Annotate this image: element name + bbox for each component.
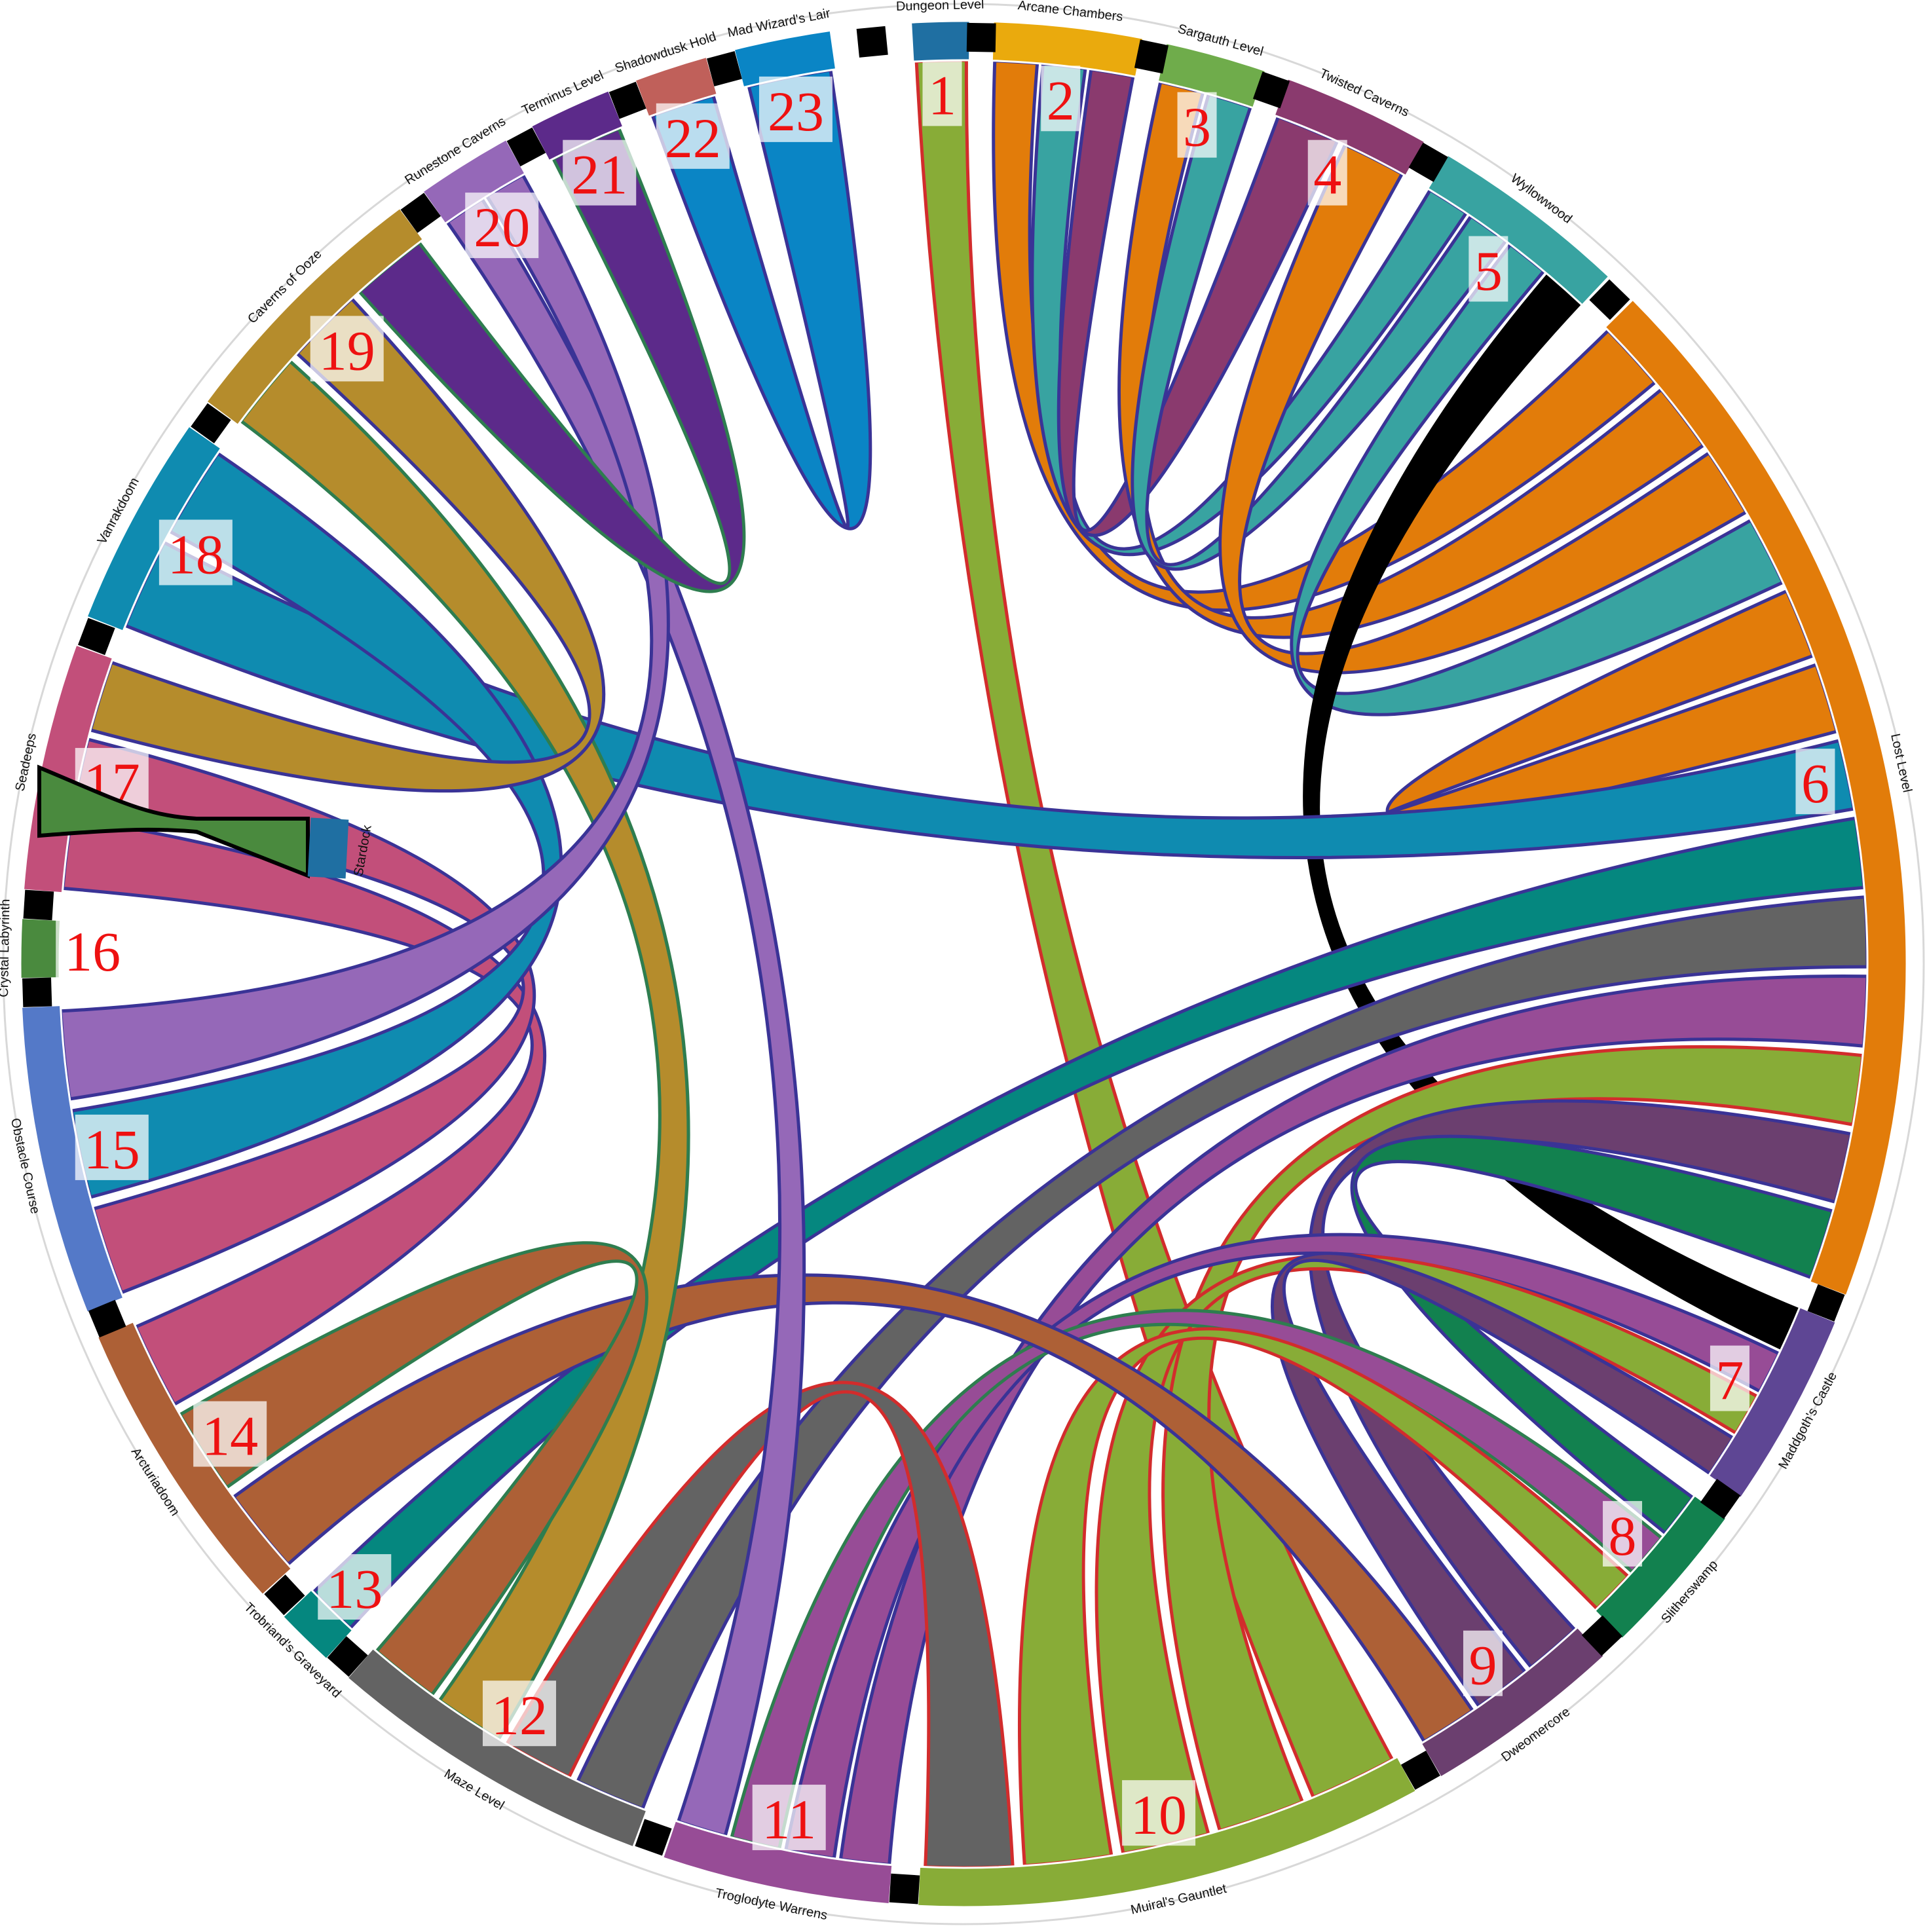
room-number-3: 3 (1183, 96, 1211, 158)
room-number-19: 19 (319, 319, 375, 382)
separator-box (77, 618, 115, 656)
separator-boxes (22, 22, 1845, 1904)
room-number-6: 6 (1801, 752, 1829, 815)
room-number-box-7 (1710, 1345, 1749, 1411)
stardock-box (307, 817, 349, 879)
separator-box (707, 50, 742, 86)
room-arc-9 (1419, 1625, 1606, 1779)
room-number-box-2 (1041, 65, 1081, 132)
separator-box (635, 1819, 672, 1856)
room-number-box-18 (159, 519, 233, 585)
room-arc-2 (990, 20, 1145, 79)
room-number-8: 8 (1609, 1504, 1637, 1567)
outer-ring-outline (2, 3, 1925, 1925)
room-number-box-11 (752, 1785, 826, 1851)
room-arc-5 (1426, 153, 1611, 307)
room-name-label-1: Dungeon Level (896, 0, 984, 14)
room-number-box-1 (922, 60, 962, 126)
room-number-box-23 (758, 76, 833, 142)
room-number-box-12 (482, 1681, 556, 1747)
room-number-box-4 (1307, 139, 1347, 206)
room-arc-7 (1707, 1305, 1838, 1500)
room-number-box-19 (310, 316, 384, 382)
room-name-label-6: Lost Level (1888, 732, 1915, 794)
room-number-9: 9 (1469, 1634, 1497, 1697)
room-arc-23 (732, 29, 838, 89)
room-number-box-15 (75, 1114, 149, 1180)
room-number-box-22 (656, 103, 730, 169)
room-arc-20 (421, 138, 527, 225)
separator-box (889, 1873, 920, 1904)
separator-box (1252, 71, 1290, 109)
room-number-1: 1 (928, 64, 956, 126)
separator-box (1589, 279, 1630, 320)
room-arc-13 (281, 1588, 354, 1661)
room-number-box-10 (1122, 1780, 1196, 1846)
room-number-23: 23 (768, 80, 824, 143)
separator-box (88, 1299, 126, 1338)
separator-box (966, 22, 996, 52)
separator-box (264, 1574, 305, 1616)
separator-box (506, 127, 546, 167)
room-number-20: 20 (474, 196, 530, 259)
room-name-label-16: Crystal Labyrinth (0, 899, 12, 997)
separator-box (608, 81, 646, 119)
room-number-2: 2 (1047, 69, 1075, 132)
room-name-label-2: Arcane Chambers (1017, 0, 1124, 24)
room-arc-4 (1273, 77, 1427, 177)
separator-box (856, 26, 888, 58)
room-arcs (19, 20, 1908, 1908)
room-number-14: 14 (202, 1405, 258, 1468)
room-number-12: 12 (491, 1684, 548, 1747)
room-number-13: 13 (326, 1557, 383, 1620)
room-arc-16 (19, 917, 62, 980)
room-arc-22 (633, 55, 719, 119)
separator-box (400, 193, 441, 233)
room-number-box-5 (1469, 236, 1508, 302)
separator-box (1581, 1615, 1623, 1656)
room-name-label-17: Seadeeps (13, 732, 39, 793)
room-number-5: 5 (1474, 240, 1503, 303)
room-number-4: 4 (1313, 143, 1341, 206)
room-number-box-3 (1177, 92, 1217, 158)
separator-box (191, 403, 231, 443)
room-number-21: 21 (571, 143, 627, 206)
room-number-box-21 (563, 139, 637, 206)
room-number-box-6 (1795, 749, 1835, 815)
separator-box (1408, 142, 1448, 182)
room-arc-21 (529, 88, 625, 162)
ribbon-16-stardock (37, 764, 310, 879)
separator-box (1700, 1478, 1741, 1519)
separator-box (1400, 1750, 1440, 1790)
room-arc-11 (661, 1819, 894, 1906)
room-arc-8 (1593, 1494, 1729, 1641)
room-number-16: 16 (64, 920, 121, 983)
room-arc-18 (85, 424, 223, 633)
separator-box (23, 889, 54, 921)
room-arc-1 (910, 20, 971, 63)
room-number-box-13 (318, 1554, 392, 1620)
room-number-7: 7 (1715, 1349, 1744, 1412)
room-number-11: 11 (762, 1788, 816, 1851)
room-number-box-8 (1603, 1500, 1643, 1567)
room-number-22: 22 (665, 107, 721, 170)
room-number-box-14 (193, 1401, 267, 1467)
separator-box (327, 1636, 368, 1677)
separator-box (1807, 1284, 1845, 1322)
connection-ribbons (59, 58, 1869, 1870)
room-number-box-16 (56, 916, 130, 982)
room-number-box-9 (1463, 1630, 1503, 1696)
separator-box (22, 977, 52, 1007)
room-number-10: 10 (1131, 1783, 1187, 1846)
room-number-18: 18 (168, 523, 224, 586)
room-number-box-20 (465, 193, 539, 259)
separator-box (1134, 39, 1169, 74)
room-number-15: 15 (84, 1118, 140, 1181)
